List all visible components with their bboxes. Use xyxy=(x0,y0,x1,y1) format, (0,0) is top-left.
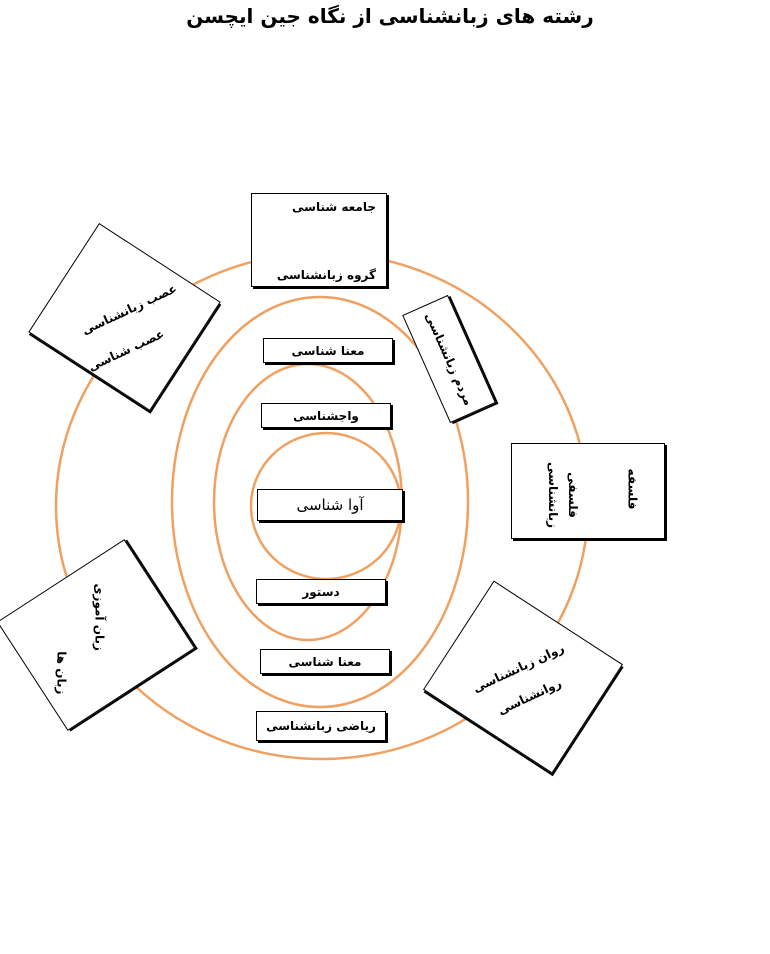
grammar-box: دستور xyxy=(256,579,386,604)
language-learning-label: زبان آموزی xyxy=(92,583,107,651)
sociolinguistics-label: گروه زبانشناسی xyxy=(276,268,376,282)
philosophy-label: فلسفه xyxy=(625,468,640,510)
philosophy-box: زبانشناسی فلسفی فلسفه xyxy=(511,443,665,539)
philosophical-label: فلسفی xyxy=(565,472,580,518)
semantics-top-box: معنا شناسی xyxy=(263,338,393,363)
semantics-bottom-box: معنا شناسی xyxy=(260,649,390,674)
linguistics-label: زبانشناسی xyxy=(545,462,560,528)
psychology-label: روانشناسی xyxy=(495,675,564,718)
languages-label: زبان ها xyxy=(54,651,69,695)
grammar-label: دستور xyxy=(302,584,340,599)
semantics-bottom-label: معنا شناسی xyxy=(288,654,362,669)
phonetics-box: آوا شناسی xyxy=(257,489,403,521)
page-title: رشته های زبانشناسی از نگاه جین ایچسن xyxy=(186,4,594,28)
math-linguistics-box: ریاضی زبانشناسی xyxy=(256,711,386,741)
phonology-label: واجشناسی xyxy=(293,408,359,423)
neurolinguistics-label: عصب زبانشناسی xyxy=(79,281,179,338)
phonetics-label: آوا شناسی xyxy=(296,496,364,514)
neurology-label: عصب شناسی xyxy=(86,326,167,374)
phonology-box: واجشناسی xyxy=(261,403,391,428)
math-linguistics-label: ریاضی زبانشناسی xyxy=(266,719,376,733)
sociology-label: جامعه شناسی xyxy=(292,200,376,214)
sociolinguistics-box: جامعه شناسی گروه زبانشناسی xyxy=(251,193,387,287)
semantics-top-label: معنا شناسی xyxy=(291,343,365,358)
ring-4 xyxy=(170,295,470,709)
